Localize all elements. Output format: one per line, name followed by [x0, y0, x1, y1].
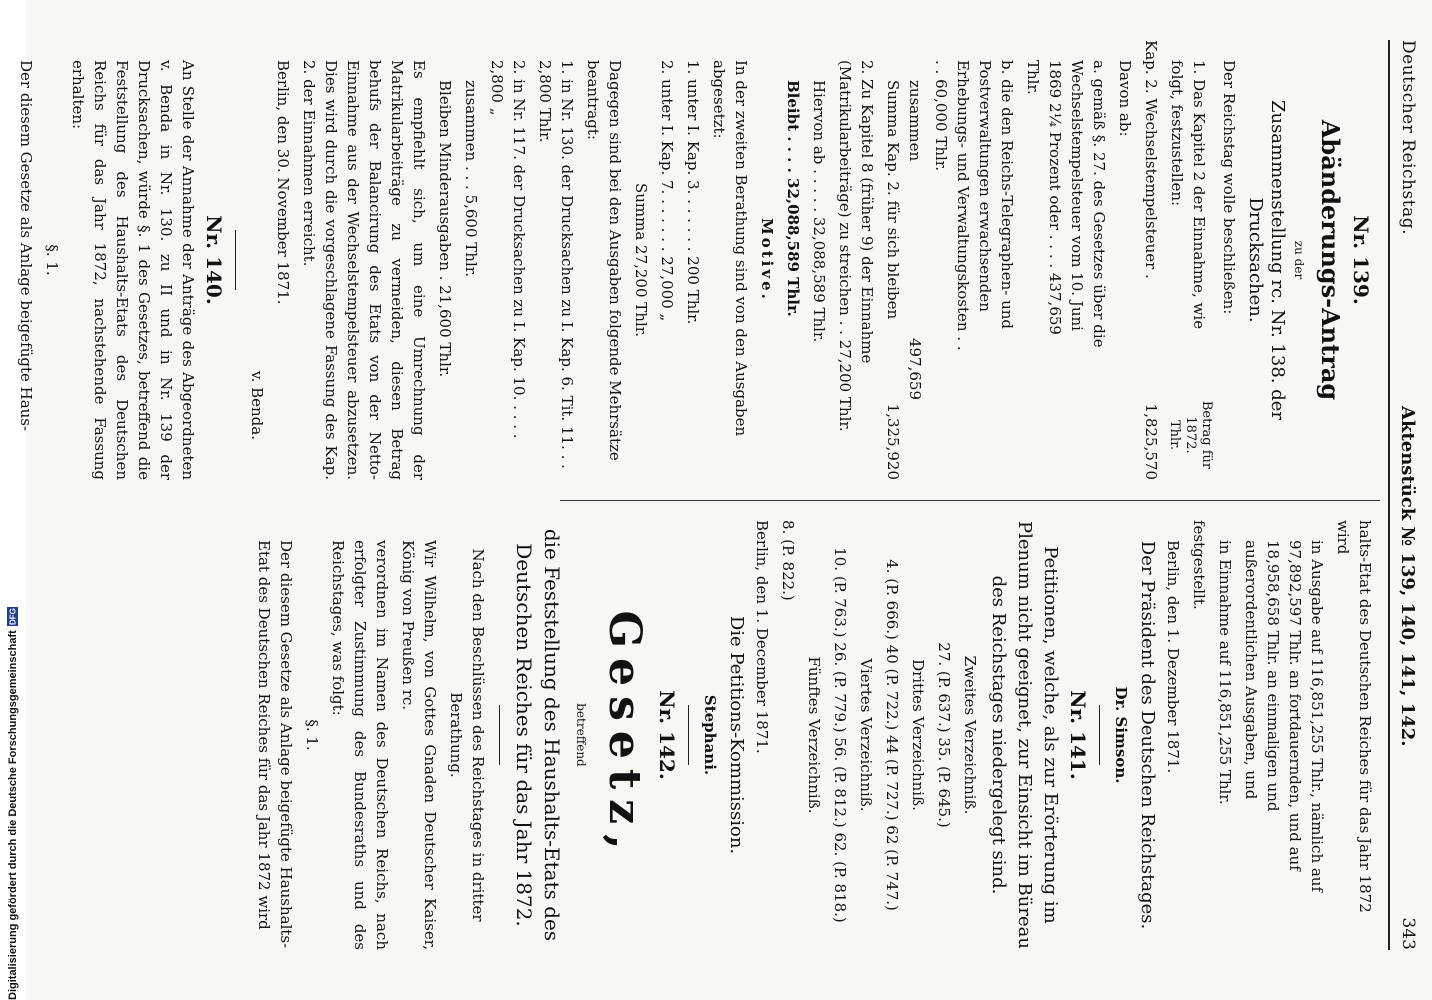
- intro: Der Reichstag wolle beschließen:: [1220, 60, 1238, 315]
- dfg-note-text: Digitalisierung gefördert durch die Deut…: [7, 630, 19, 1000]
- amendment-subtitle: Zusammenstellung rc. Nr. 138. der Drucks…: [1245, 99, 1288, 421]
- motive-summa: Summa 27,200 Thlr.: [632, 182, 650, 338]
- sidebar: Digitalisierung gefördert durch die Deut…: [0, 0, 26, 1000]
- v5-text: 8. (P. 822.): [779, 520, 797, 601]
- nr140-text-b: Der diesem Gesetze als Anlage beigefügte…: [17, 60, 35, 432]
- bleibt: Bleibt . . . . 32,088,589 Thlr.: [784, 80, 802, 317]
- point-1: 1. Das Kapitel 2 der Einnahme, wie folgt…: [1168, 60, 1208, 330]
- header-title: Aktenstück № 139, 140, 141, 142.: [1397, 406, 1418, 747]
- minderausgaben: Bleiben Minderausgaben . 21,600 Thlr.: [436, 80, 454, 378]
- left-column: Nr. 139. Abänderungs-Antrag zu der Zusam…: [11, 40, 1380, 480]
- nr141-text: Petitionen, welche, als zur Erörterung i…: [988, 521, 1061, 949]
- summa-kap2-amount: 1,325,920: [884, 403, 902, 480]
- item-b: b. die den Reichs-Telegraphen- und Postv…: [932, 60, 1016, 351]
- verordnen: verordnen im Namen des Deutschen Reichs,…: [329, 540, 391, 950]
- motive-2-zusammen: zusammen . . . 5,600 Thlr.: [462, 80, 480, 278]
- point-2: 2. Zu Kapitel 8 (früher 9) der Einnahme …: [836, 60, 876, 432]
- wir-wilhelm: Wir Wilhelm, von Gottes Gnaden Deutscher…: [399, 540, 439, 950]
- stephani: Stephani.: [701, 694, 719, 776]
- nach-beschluss: Nach den Beschlüssen des Reichstages in …: [447, 548, 487, 922]
- v2-heading: Zweites Verzeichniß.: [961, 655, 979, 815]
- nr140-heading: Nr. 140.: [202, 215, 226, 305]
- page-number: 343: [1398, 917, 1418, 950]
- gesetz-title: Gesetz,: [599, 610, 650, 860]
- right-column: halts-Etat des Deutschen Reiches für das…: [249, 520, 1380, 950]
- r-line1: halts-Etat des Deutschen Reiches für das…: [1334, 520, 1374, 913]
- column-divider: [560, 500, 1380, 501]
- zusammen-amount: 497,659: [906, 337, 924, 400]
- page-header: Deutscher Reichstag. Aktenstück № 139, 1…: [1388, 40, 1418, 950]
- nr141-heading: Nr. 141.: [1066, 690, 1090, 780]
- right-last: Der diesem Gesetze als Anlage beigefügte…: [255, 540, 295, 949]
- gesetz-subtitle: die Feststellung des Haushalts-Etats des…: [512, 528, 564, 942]
- hiervon: Hiervon ab . . . . . 32,088,589 Thlr.: [810, 80, 828, 343]
- r-line4: festgestellt.: [1190, 520, 1208, 610]
- president: Der Präsident des Deutschen Reichstages.: [1137, 540, 1158, 930]
- commission: Die Petitions-Kommission.: [726, 615, 747, 855]
- left-date: Berlin, den 30. November 1871.: [274, 60, 292, 305]
- col-unit: Thlr.: [1167, 419, 1182, 451]
- motive-heading: Motive.: [758, 218, 776, 302]
- separator: [235, 230, 236, 290]
- v3-heading: Drittes Verzeichniß.: [909, 659, 927, 811]
- motive-2: Dagegen sind bei den Ausgaben folgende M…: [584, 60, 624, 461]
- motive-2b: 2. in Nr. 117. der Drucksachen zu I. Kap…: [488, 60, 528, 439]
- document-page: Deutscher Reichstag. Aktenstück № 139, 1…: [17, 0, 1432, 1000]
- left-signature: v. Benda.: [248, 370, 266, 440]
- dfg-logo: DFG: [7, 607, 19, 627]
- zusammen: zusammen: [906, 80, 924, 162]
- right-paragraph: §. 1.: [303, 719, 321, 751]
- motive-2a: 1. in Nr. 130. der Drucksachen zu I. Kap…: [536, 60, 576, 469]
- simson: Dr. Simson.: [1112, 686, 1130, 784]
- amendment-title: Abänderungs-Antrag: [1316, 119, 1345, 401]
- separator-4: [499, 705, 500, 765]
- motive-1a: 1. unter I. Kap. 3. . . . . . . 200 Thlr…: [684, 60, 702, 325]
- v4-heading: Viertes Verzeichniß.: [857, 658, 875, 812]
- nr139-heading: Nr. 139.: [1349, 215, 1373, 305]
- v2-text: 27. (P. 637.) 35. (P. 645.): [935, 642, 953, 828]
- summa-kap2: Summa Kap. 2. für sich bleiben: [884, 80, 902, 320]
- v5-heading: Fünftes Verzeichniß.: [805, 656, 823, 814]
- r-line2: in Ausgabe auf 116,851,255 Thlr., nämlic…: [1242, 540, 1326, 893]
- separator-3: [688, 705, 689, 765]
- separator-2: [1099, 705, 1100, 765]
- r-line3: in Einnahme auf 116,851,255 Thlr.: [1216, 540, 1234, 805]
- kap2-amount: 1,825,570: [1142, 403, 1160, 480]
- nr140-paragraph: §. 1.: [43, 244, 61, 276]
- right-date-2: Berlin, den 1. December 1871.: [753, 520, 771, 754]
- motive-1: In der zweiten Berathung sind von den Au…: [710, 60, 750, 437]
- right-date: Berlin, den 1. Dezember 1871.: [1164, 540, 1182, 774]
- nr140-text: An Stelle der Annahme der Anträge des Ab…: [69, 60, 197, 480]
- zu-der: zu der: [1292, 240, 1306, 280]
- kap2: Kap. 2. Wechselstempelsteuer .: [1142, 40, 1160, 279]
- v4-text: 10. (P. 763.) 26. (P. 779.) 56. (P. 812.…: [831, 547, 849, 923]
- header-left: Deutscher Reichstag.: [1398, 40, 1418, 235]
- motive-3: Es empfiehlt sich, um eine Umrechnung de…: [300, 60, 428, 480]
- davon: Davon ab:: [1116, 60, 1134, 137]
- betreffend: betreffend: [574, 703, 588, 767]
- nr142-heading: Nr. 142.: [655, 690, 679, 780]
- item-a: a. gemäß §. 27. des Gesetzes über die We…: [1024, 60, 1108, 348]
- motive-1b: 2. unter I. Kap. 7. . . . . . . 27,000 „: [658, 60, 676, 322]
- col-head: Betrag für 1872.: [1183, 400, 1214, 470]
- v3-text: 4. (P. 666.) 40 (P. 722.) 44 (P. 727.) 6…: [883, 559, 901, 911]
